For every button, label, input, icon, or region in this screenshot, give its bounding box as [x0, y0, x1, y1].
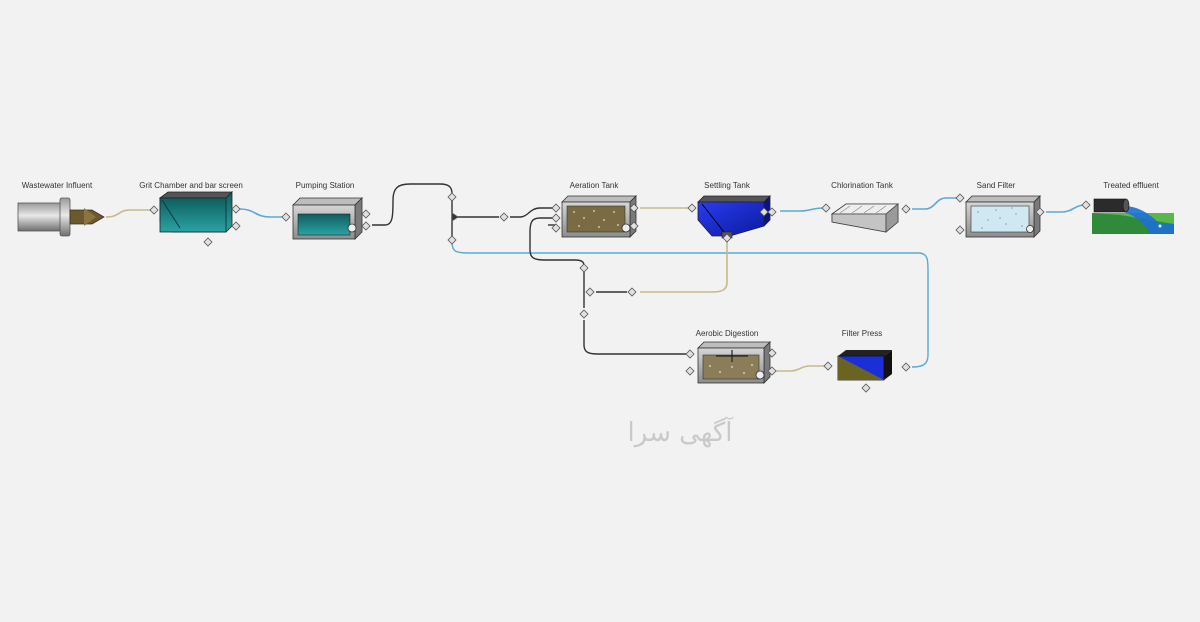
connector-node — [821, 203, 831, 213]
label-treated-effluent: Treated effluent — [1103, 181, 1159, 190]
label-settling-tank: Settling Tank — [704, 181, 750, 190]
treated-effluent-outlet — [1092, 198, 1174, 234]
connector-node — [767, 207, 777, 217]
connector-node — [231, 221, 241, 231]
connector-node — [499, 212, 509, 222]
connector-node — [955, 225, 965, 235]
connector-node — [551, 213, 561, 223]
water-line-bypass — [451, 241, 929, 368]
connector-node — [629, 221, 639, 231]
connector-node — [687, 203, 697, 213]
label-filter-press: Filter Press — [841, 329, 883, 338]
connector-node — [447, 235, 457, 245]
label-sand-filter: Sand Filter — [976, 181, 1016, 190]
connector-node — [685, 366, 695, 376]
label-chlorination-tank: Chlorination Tank — [831, 181, 893, 190]
sludge-line-influent — [105, 209, 153, 218]
sand-filter-tank — [965, 195, 1041, 238]
connector-node — [579, 309, 589, 319]
process-line-return-loop — [529, 217, 686, 355]
connector-node — [823, 361, 833, 371]
connector-node — [361, 209, 371, 219]
connector-node — [759, 207, 769, 217]
label-aeration-tank: Aeration Tank — [569, 181, 619, 190]
wastewater-influent-pipe — [17, 197, 105, 237]
connector-node — [901, 204, 911, 214]
water-line-grit-to-pump — [239, 208, 285, 218]
connector-node — [1081, 200, 1091, 210]
connection-nodes — [149, 192, 1091, 393]
process-line-pump-to-junction — [372, 183, 555, 238]
aeration-tank — [561, 195, 637, 238]
connector-node — [955, 193, 965, 203]
connector-node — [585, 287, 595, 297]
connector-node — [629, 203, 639, 213]
connector-node — [231, 204, 241, 214]
label-aerobic-digestion: Aerobic Digestion — [695, 329, 759, 338]
label-pumping-station: Pumping Station — [295, 181, 355, 190]
connector-node — [447, 192, 457, 202]
connector-node — [722, 233, 732, 243]
connector-node — [551, 203, 561, 213]
connector-node — [685, 349, 695, 359]
label-wastewater-influent: Wastewater Influent — [21, 181, 93, 190]
chlorination-tank — [830, 203, 900, 233]
connector-node — [767, 366, 777, 376]
label-grit-chamber: Grit Chamber and bar screen — [139, 181, 243, 190]
connector-node — [1035, 207, 1045, 217]
connector-node — [149, 205, 159, 215]
connector-node — [901, 362, 911, 372]
pumping-station-tank — [292, 197, 363, 240]
aerobic-digestion-tank — [697, 341, 771, 384]
junction-arrow — [451, 212, 459, 222]
sludge-line-digestion-to-press — [770, 365, 826, 372]
connector-node — [281, 212, 291, 222]
connector-node — [361, 221, 371, 231]
grit-chamber-tank — [158, 191, 233, 233]
connector-node — [861, 383, 871, 393]
filter-press — [837, 350, 892, 381]
sludge-line-settling-return — [640, 240, 728, 293]
settling-tank — [697, 195, 771, 239]
connector-node — [627, 287, 637, 297]
connector-node — [767, 348, 777, 358]
connector-node — [203, 237, 213, 247]
connector-node — [579, 263, 589, 273]
watermark: آگهی سرا — [627, 418, 733, 448]
connector-node — [551, 223, 561, 233]
